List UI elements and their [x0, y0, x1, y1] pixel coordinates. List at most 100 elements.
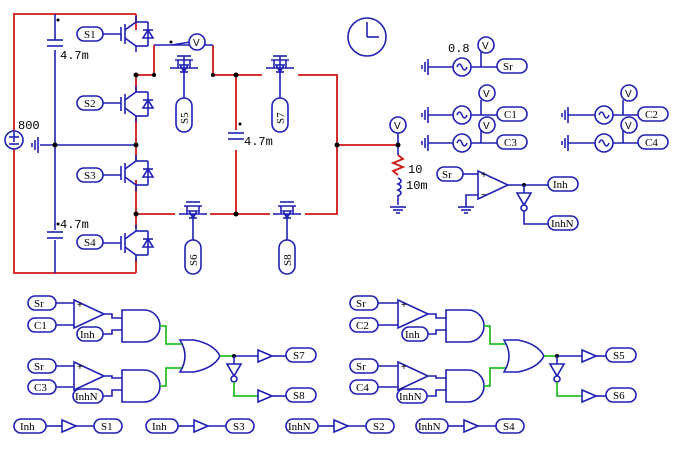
c2-voltmeter-label: V — [625, 89, 632, 100]
ground-icon — [561, 134, 569, 152]
voltmeter-label: V — [193, 38, 200, 49]
buffer-icon — [581, 349, 597, 363]
switch-s5: S5 — [169, 55, 199, 133]
sine-source-icon — [594, 105, 614, 125]
right-inh-tag: Inh — [405, 329, 420, 341]
sine-source-icon — [452, 105, 472, 125]
or-gate-icon — [503, 339, 545, 373]
buffer-icon — [581, 389, 597, 403]
svg-text:−: − — [481, 190, 487, 201]
svg-text:+: + — [77, 362, 83, 373]
c1-voltmeter-label: V — [483, 89, 490, 100]
buffer-inh-s1: Inh S1 — [13, 418, 123, 434]
output-load: V 10 10m — [389, 116, 428, 214]
buf4-in-tag: InhN — [418, 421, 441, 433]
switch-s4: S4 — [76, 224, 154, 262]
sine-amplitude: 0.8 — [448, 42, 470, 56]
buffer-inhn-s4: InhN S4 — [415, 418, 525, 434]
switch-s2: S2 — [76, 85, 154, 123]
buf2-in-tag: Inh — [152, 421, 167, 433]
switch-s8: S8 — [272, 201, 302, 275]
not-gate-icon — [226, 363, 242, 383]
left-c1-tag: C1 — [34, 320, 47, 332]
sine-source-icon — [452, 133, 472, 153]
c3-voltmeter-label: V — [483, 121, 490, 132]
inhn-tag: InhN — [551, 218, 574, 230]
capacitor-upper-value: 4.7m — [60, 49, 89, 63]
dc-source: 800 — [4, 119, 40, 150]
right-sr1-tag: Sr — [356, 298, 366, 310]
ground-icon — [457, 206, 475, 214]
buffer-icon — [463, 419, 479, 433]
buf1-out-tag: S1 — [101, 421, 113, 433]
load-resistance: 10 — [408, 163, 422, 177]
or-gate-icon — [179, 339, 221, 373]
svg-text:+: + — [77, 300, 83, 311]
left-c3-tag: C3 — [34, 382, 47, 394]
buffer-inh-s3: Inh S3 — [145, 418, 255, 434]
switch-s4-label: S4 — [84, 237, 96, 249]
and-gate-icon — [121, 369, 161, 403]
and-gate-icon — [121, 309, 161, 343]
left-sr2-tag: Sr — [34, 361, 44, 373]
sr-tag: Sr — [503, 61, 513, 73]
sine-source-icon — [594, 133, 614, 153]
sine-source-icon — [452, 57, 472, 77]
c3-tag: C3 — [504, 137, 517, 149]
right-inhn-tag: InhN — [399, 391, 422, 403]
clock-icon[interactable] — [347, 17, 387, 57]
and-gate-icon — [445, 369, 485, 403]
ground-icon — [31, 136, 39, 154]
dc-voltage-label: 800 — [18, 119, 40, 133]
buf1-in-tag: Inh — [20, 421, 35, 433]
c4-voltmeter-label: V — [625, 121, 632, 132]
svg-text:+: + — [401, 300, 407, 311]
buffer-icon — [193, 419, 209, 433]
inh-sr-tag: Sr — [442, 169, 452, 181]
switch-s5-label: S5 — [179, 112, 191, 124]
switch-s6: S6 — [178, 201, 208, 275]
carrier-c2: C2 V — [561, 84, 669, 125]
junction-dots — [52, 72, 340, 217]
switch-s6-label: S6 — [188, 254, 200, 266]
switch-s8-label: S8 — [282, 254, 294, 266]
svg-text:+: + — [481, 170, 487, 181]
pwm-logic-right: Sr C2 + Inh Sr C4 + InhN S5 — [349, 295, 637, 404]
carrier-c4: C4 V — [561, 116, 669, 153]
s5-out-tag: S5 — [613, 350, 625, 362]
capacitor-lower: 4.7m — [47, 218, 89, 239]
c4-tag: C4 — [645, 137, 658, 149]
right-c4-tag: C4 — [356, 382, 369, 394]
buf3-in-tag: InhN — [288, 421, 311, 433]
voltmeter-top: V — [169, 33, 206, 51]
capacitor-lower-value: 4.7m — [60, 218, 89, 232]
capacitor-upper: 4.7m — [47, 18, 89, 63]
buffer-inhn-s2: InhN S2 — [285, 418, 395, 434]
s6-out-tag: S6 — [613, 390, 625, 402]
buf3-out-tag: S2 — [373, 421, 385, 433]
s7-out-tag: S7 — [293, 350, 305, 362]
carrier-c3: C3 V — [421, 116, 528, 153]
buf2-out-tag: S3 — [233, 421, 245, 433]
inhibit-generator: Sr + − Inh InhN — [436, 166, 579, 231]
switch-s2-label: S2 — [84, 98, 96, 110]
right-c2-tag: C2 — [356, 320, 369, 332]
and-gate-icon — [445, 309, 485, 343]
switch-s3-label: S3 — [84, 170, 96, 182]
switch-s3: S3 — [76, 154, 154, 192]
inh-tag: Inh — [553, 179, 568, 191]
pwm-logic-left: Sr C1 + Inh Sr C3 + InhN S7 — [27, 295, 317, 404]
switch-s1: S1 — [76, 15, 154, 53]
ground-icon — [389, 206, 407, 214]
output-voltmeter-label: V — [394, 121, 401, 132]
igbt-icon — [120, 15, 154, 53]
capacitor-flying-value: 4.7m — [244, 135, 273, 149]
svg-text:+: + — [401, 362, 407, 373]
ground-icon — [561, 106, 569, 124]
load-inductance: 10m — [406, 179, 428, 193]
switch-s7-label: S7 — [275, 112, 287, 124]
power-blue-wiring — [40, 14, 399, 273]
s8-out-tag: S8 — [293, 390, 305, 402]
left-sr1-tag: Sr — [34, 298, 44, 310]
